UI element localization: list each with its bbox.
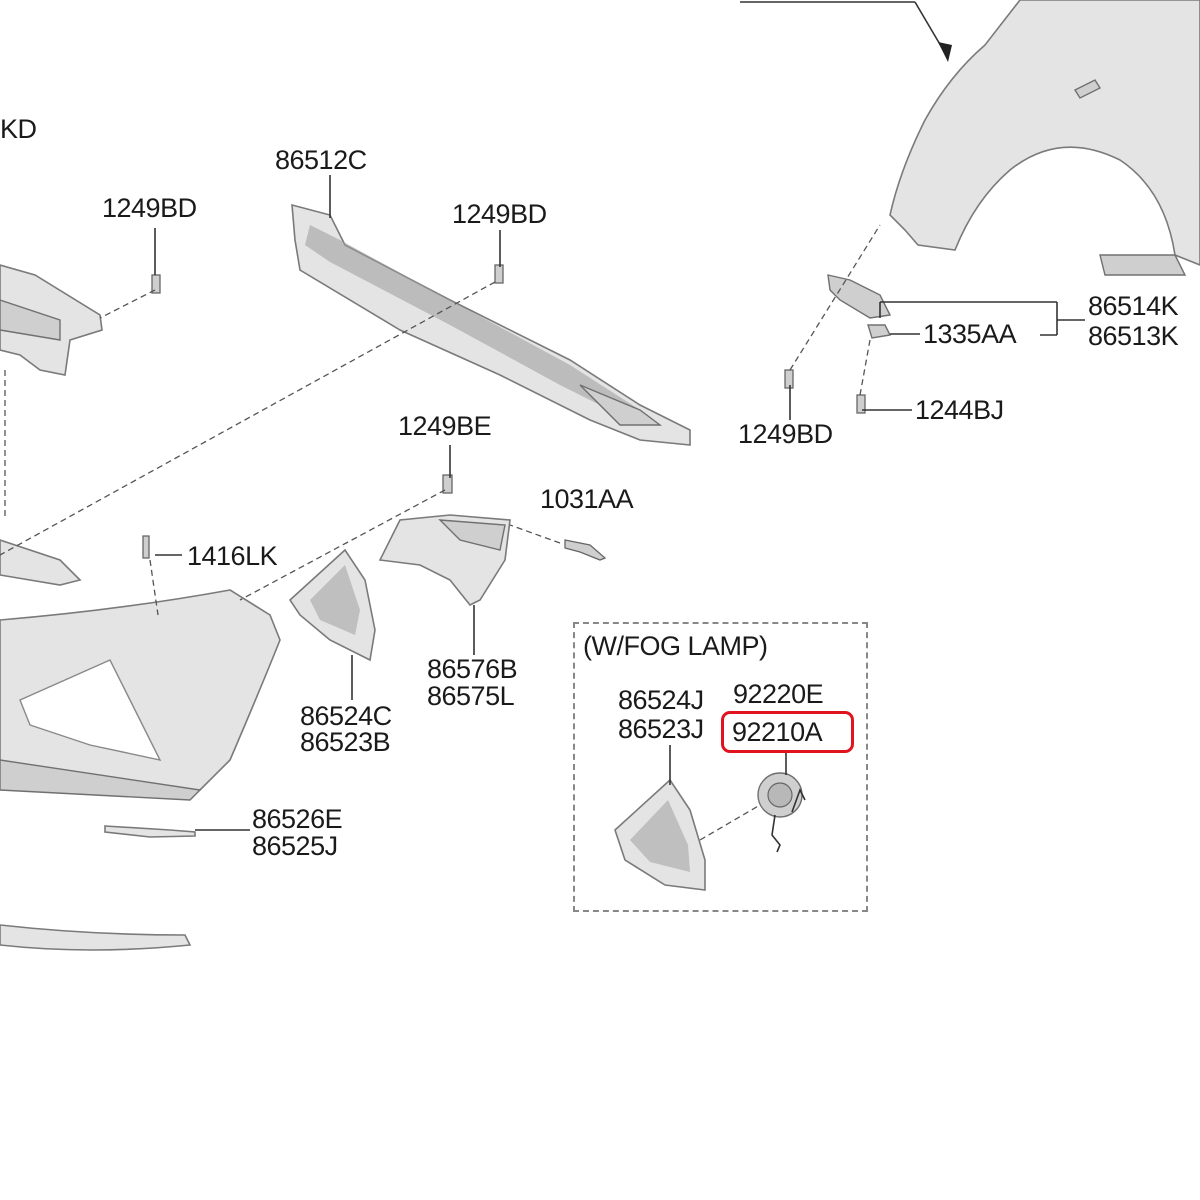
fog-lamp-group-box [573,622,868,912]
part-label-86513K[interactable]: 86513K [1088,321,1179,351]
part-label-86523B[interactable]: 86523B [300,727,391,757]
highlighted-part-frame [721,711,854,753]
part-label-1249BE[interactable]: 1249BE [398,411,492,441]
part-label-86512C[interactable]: 86512C [275,145,367,175]
installation-lines [0,224,881,841]
part-label-92210A[interactable]: 92210A [732,717,823,747]
fender-part [740,0,1200,276]
part-label-kd[interactable]: KD [0,114,37,144]
part-label-86576B[interactable]: 86576B [427,654,518,684]
part-label-92220E[interactable]: 92220E [733,679,824,709]
fasteners [142,264,866,561]
part-label-1249BD-mid[interactable]: 1249BD [452,199,547,229]
part-label-86524J[interactable]: 86524J [618,685,704,715]
fog-lamp-group-title: (W/FOG LAMP) [583,631,768,661]
part-label-86523J[interactable]: 86523J [618,714,704,744]
lower-lip-part [0,924,192,951]
part-label-1244BJ[interactable]: 1244BJ [915,395,1004,425]
part-label-1249BD-right[interactable]: 1249BD [738,419,833,449]
bracket-86576B-part [378,514,511,607]
fog-lamp-cover-86524J-part [614,778,706,891]
fog-lamp-92210A-part [757,772,806,853]
part-label-86525J[interactable]: 86525J [252,831,338,861]
part-label-86524C[interactable]: 86524C [300,701,392,731]
part-label-1335AA[interactable]: 1335AA [923,319,1017,349]
part-label-86526E[interactable]: 86526E [252,804,343,834]
leader-lines [154,175,1085,831]
bumper-cover-part [0,539,281,801]
part-label-1416LK[interactable]: 1416LK [187,541,278,571]
lower-strip-86526E-part [104,825,196,838]
part-label-1031AA[interactable]: 1031AA [540,484,634,514]
side-grille-86524C-part [288,548,376,662]
left-bracket-part [0,264,103,376]
part-label-1249BD-left[interactable]: 1249BD [102,193,197,223]
part-label-86514K[interactable]: 86514K [1088,291,1179,321]
part-label-86575L[interactable]: 86575L [427,681,515,711]
grille-86512C-part [291,203,691,446]
